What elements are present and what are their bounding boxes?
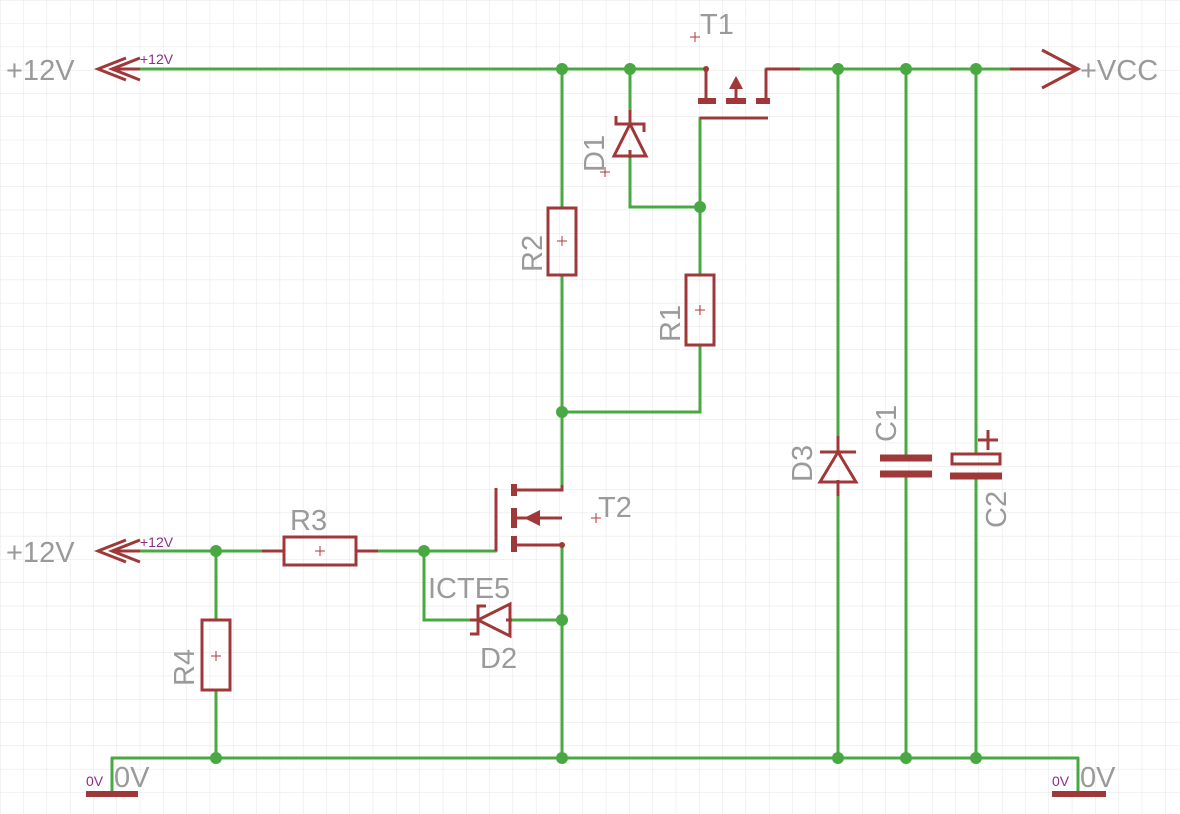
- supply-label: +12V: [6, 537, 75, 569]
- diode-d2[interactable]: ICTE5 D2: [428, 573, 517, 675]
- supply-label: +VCC: [1080, 55, 1158, 87]
- supply-vcc[interactable]: +VCC: [1010, 48, 1158, 90]
- t2-drain-lead: [516, 485, 564, 492]
- t1-pin-dot: [703, 66, 709, 72]
- ground-label: 0V: [1080, 762, 1116, 794]
- capacitor-c1[interactable]: C1: [871, 405, 932, 478]
- r2-label: R2: [517, 235, 549, 272]
- r1-body: [684, 273, 716, 347]
- r1-label: R1: [655, 305, 687, 342]
- t2-arrow-icon: [524, 510, 540, 526]
- c1-label: C1: [871, 405, 903, 442]
- capacitor-c2[interactable]: C2: [950, 430, 1013, 528]
- junctions: [210, 63, 982, 764]
- r4-label: R4: [169, 649, 201, 686]
- ground-tag: 0V: [86, 773, 104, 789]
- junction: [970, 752, 982, 764]
- ground-left[interactable]: 0V 0V: [86, 762, 150, 797]
- ground-tag: 0V: [1052, 773, 1070, 789]
- c2-plate-positive: [950, 452, 1002, 466]
- junction: [624, 63, 636, 75]
- junction: [832, 63, 844, 75]
- supply-tag: +12V: [140, 51, 174, 67]
- d1-label: D1: [579, 135, 611, 172]
- supply-top-left[interactable]: +12V +12V: [6, 51, 174, 87]
- resistor-r1[interactable]: R1: [655, 273, 716, 347]
- junction: [418, 545, 430, 557]
- d3-triangle-icon: [817, 449, 859, 484]
- resistor-r2[interactable]: R2: [517, 206, 578, 277]
- c2-label: C2: [981, 491, 1013, 528]
- t1-label: T1: [700, 9, 734, 41]
- wire-r1-bottom: [560, 343, 702, 414]
- d1-triangle-icon: [611, 120, 649, 158]
- ground-right[interactable]: 0V 0V: [1052, 762, 1116, 797]
- junction: [210, 752, 222, 764]
- junction: [210, 545, 222, 557]
- junction: [556, 614, 568, 626]
- d1-zener-bar: [614, 116, 646, 132]
- transistor-t2[interactable]: T2: [494, 484, 632, 552]
- d2-triangle-icon: [474, 601, 512, 639]
- wire-d2-left: [422, 549, 472, 622]
- d2-label: D2: [480, 643, 517, 675]
- junction: [556, 63, 568, 75]
- junction: [694, 201, 706, 213]
- supply-tag: +12V: [140, 534, 174, 550]
- junction: [900, 63, 912, 75]
- junction: [832, 752, 844, 764]
- ground-label: 0V: [114, 762, 150, 794]
- r2-body: [546, 206, 578, 277]
- supply-mid-left[interactable]: +12V +12V: [6, 534, 174, 569]
- diode-d3[interactable]: D3: [787, 436, 859, 496]
- junction: [556, 752, 568, 764]
- r4-body: [200, 618, 232, 692]
- r3-label: R3: [290, 505, 327, 537]
- d2-zener-bar: [470, 604, 486, 636]
- d2-value-label: ICTE5: [428, 573, 510, 605]
- supply-arrow-icon: [93, 538, 127, 564]
- resistor-r3[interactable]: R3: [262, 505, 378, 567]
- transistor-t1[interactable]: T1: [690, 9, 800, 120]
- t1-arrow-icon: [729, 76, 743, 89]
- junction: [970, 63, 982, 75]
- supply-label: +12V: [6, 55, 75, 87]
- t2-pin-dot: [559, 542, 565, 548]
- wire-d1-bottom: [628, 156, 702, 209]
- d3-label: D3: [787, 445, 819, 482]
- t2-label: T2: [598, 492, 632, 524]
- supply-arrow-icon: [93, 56, 127, 82]
- junction: [556, 406, 568, 418]
- junction: [900, 752, 912, 764]
- resistor-r4[interactable]: R4: [169, 618, 232, 692]
- diode-d1[interactable]: D1: [579, 110, 649, 177]
